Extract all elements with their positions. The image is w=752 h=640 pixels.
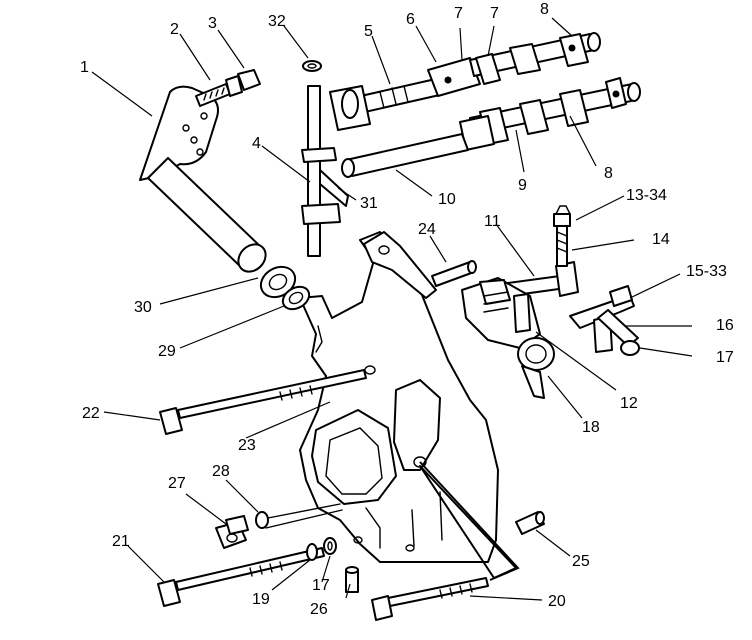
label-17b: 17 [312,577,330,594]
label-8a: 8 [540,1,549,18]
part-1-bracket-tube [139,85,267,273]
label-29: 29 [158,343,176,360]
label-6: 6 [406,11,415,28]
label-12: 12 [620,395,638,412]
callout-labels: 1 2 3 32 5 6 7 7 8 4 31 10 9 8 13-34 14 … [80,1,734,618]
label-20: 20 [548,593,566,610]
label-23: 23 [238,437,256,454]
label-30: 30 [134,299,152,316]
label-19: 19 [252,591,270,608]
part-17-washer [323,537,337,555]
part-18-bearing [517,337,555,399]
housing-upper-flange [363,231,437,299]
part-29-seal [281,285,311,311]
part-13-34-screw [553,205,571,267]
part-21-bolt [157,547,325,607]
label-15-33: 15-33 [686,263,727,280]
part-27-plug [215,515,249,549]
part-32-washer [302,60,322,72]
label-21: 21 [112,533,130,550]
label-11: 11 [484,213,501,230]
part-23-housing [299,231,499,563]
leader-lines [91,17,693,601]
label-28: 28 [212,463,230,480]
part-22-bolt [159,369,367,435]
label-2: 2 [170,21,179,38]
label-5: 5 [364,23,373,40]
part-3-nut [237,69,261,91]
part-28-washer [255,503,343,529]
label-8b: 8 [604,165,613,182]
part-19-washer [306,543,318,561]
part-30-bushing [259,265,297,299]
label-25: 25 [572,553,590,570]
label-1: 1 [80,59,89,76]
label-32: 32 [268,13,286,30]
label-9: 9 [518,177,527,194]
part-5-shift-rod [329,77,445,131]
part-6-fork-block [427,57,481,97]
part-10-pipe [341,133,469,178]
part-4-shift-shaft [301,85,349,257]
part-16-shaft [597,309,639,347]
part-15-33-shift-fork [569,285,635,353]
part-7-selector-rod [469,32,601,85]
part-26-dowel [345,566,359,593]
label-24: 24 [418,221,436,238]
label-10: 10 [438,191,456,208]
part-25-dowel [515,511,545,535]
label-26: 26 [310,601,328,618]
label-31: 31 [360,195,378,212]
part-24-pin [431,260,477,287]
part-8-selector-rod-lower [469,77,641,145]
label-4: 4 [252,135,261,152]
label-17a: 17 [716,349,734,366]
label-16: 16 [716,317,734,334]
label-14: 14 [652,231,670,248]
label-3: 3 [208,15,217,32]
label-18: 18 [582,419,600,436]
label-7b: 7 [490,5,499,22]
label-22: 22 [82,405,100,422]
label-27: 27 [168,475,186,492]
part-2-bolt [195,75,243,107]
label-7a: 7 [454,5,463,22]
label-13-34: 13-34 [626,187,667,204]
part-17-cap [620,340,640,356]
part-12-fork-assembly [461,277,541,349]
